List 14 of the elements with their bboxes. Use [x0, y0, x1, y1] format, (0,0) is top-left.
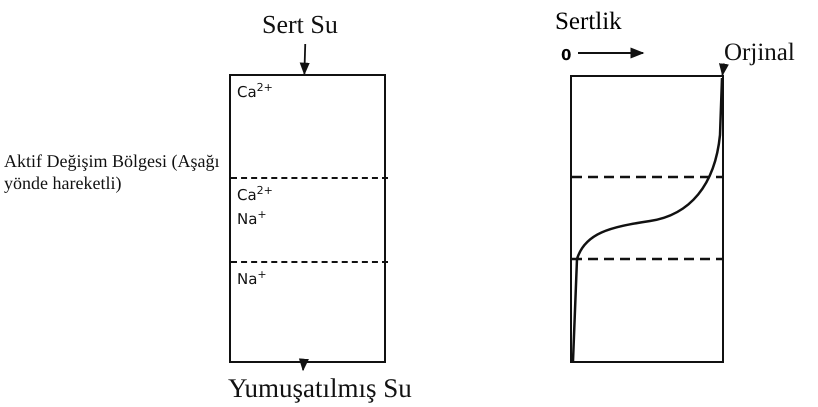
inlet-label: Sert Su — [262, 6, 354, 44]
ion-label: Ca$^{2+}$ — [237, 183, 273, 206]
arrow — [300, 44, 310, 76]
exchange-column — [229, 74, 386, 363]
zone-description: Aktif Değişim Bölgesi (Aşağı yönde hareketli) — [4, 150, 220, 194]
axis-title: Sertlik — [555, 8, 622, 36]
ion-label: Na$^{+}$ — [237, 267, 267, 290]
ion-label: Ca$^{2+}$ — [237, 80, 273, 103]
outlet-label: Yumuşatılmış Su — [228, 370, 418, 406]
ion-label: Na$^{+}$ — [237, 206, 268, 230]
curve-label: Orjinal — [724, 38, 816, 68]
axis-zero: 0 — [561, 46, 572, 64]
arrow — [298, 358, 309, 372]
arrow — [718, 63, 729, 76]
